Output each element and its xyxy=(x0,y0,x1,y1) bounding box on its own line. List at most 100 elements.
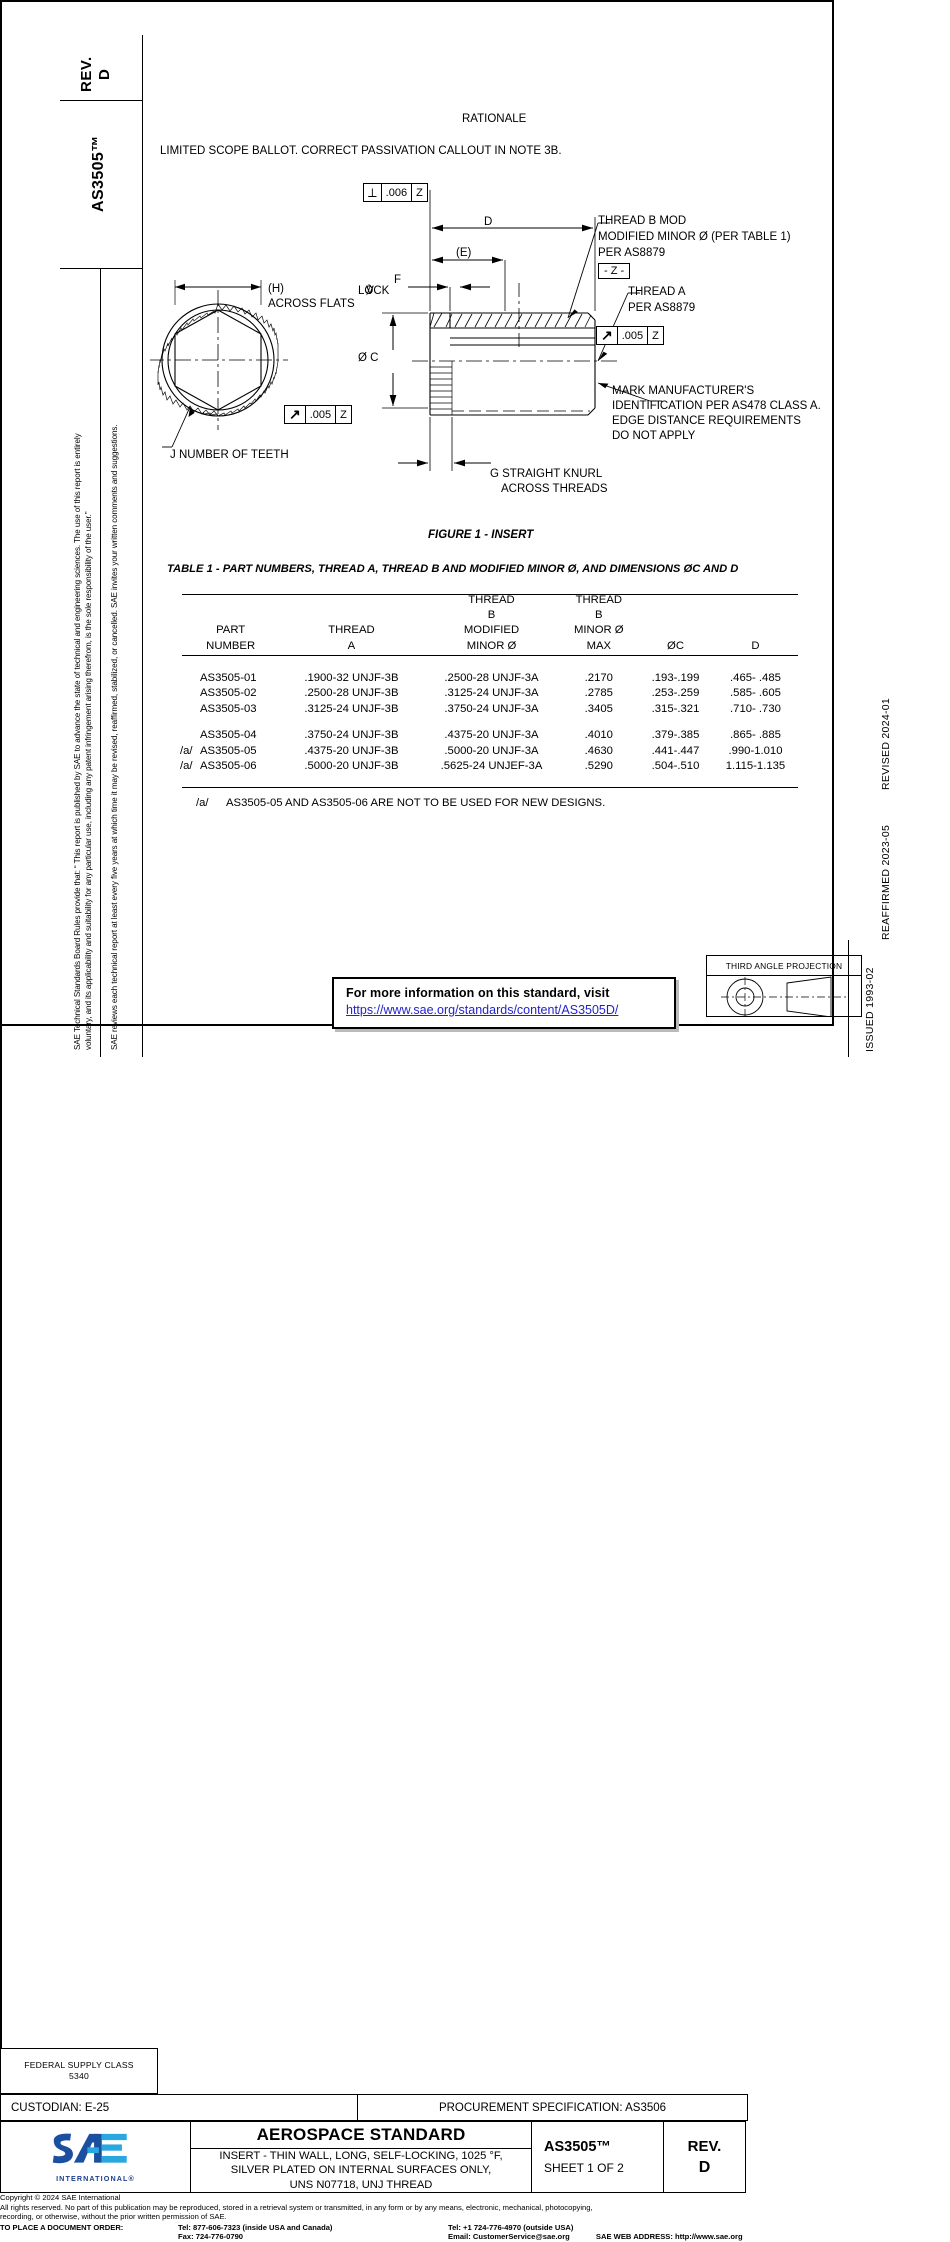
th-modified: MODIFIED xyxy=(463,624,520,637)
cell-thread-b-minor-max: .2170 xyxy=(584,671,613,684)
th-r3-c6 xyxy=(713,624,798,639)
across-flats-label: ACROSS FLATS xyxy=(268,298,355,310)
title-block-number-cell: AS3505™ SHEET 1 OF 2 xyxy=(532,2122,664,2192)
th-r2-c5 xyxy=(638,609,713,624)
table-top-rule xyxy=(182,594,798,595)
cell-part-number: AS3505-04 xyxy=(200,729,257,742)
th-dia-c: ØC xyxy=(667,639,684,652)
th-part: PART xyxy=(216,624,246,637)
cell-d: .865- .885 xyxy=(730,729,781,742)
th-r3-c5 xyxy=(638,624,713,639)
third-angle-projection-box: THIRD ANGLE PROJECTION xyxy=(706,955,862,1018)
table-row: AS3505-04 .3750-24 UNJF-3B .4375-20 UNJF… xyxy=(182,728,798,744)
th-max: MAX xyxy=(586,639,612,652)
cell-thread-b-minor-max: .4010 xyxy=(584,729,613,742)
cell-part-number-flagged: /a/ AS3505-05 xyxy=(180,744,279,760)
standard-description: INSERT - THIN WALL, LONG, SELF-LOCKING, … xyxy=(219,2149,503,2191)
th-thread-b-1: THREAD xyxy=(468,594,515,606)
cell-dia-c: .193-.199 xyxy=(651,671,700,684)
cell-thread-b-modified: .3750-24 UNJF-3A xyxy=(444,702,539,715)
rationale-heading: RATIONALE xyxy=(462,113,527,125)
web-address: SAE WEB ADDRESS: http://www.sae.org xyxy=(595,2232,743,2242)
tel-inside-usa: Tel: 877-606-7323 (inside USA and Canada… xyxy=(178,2222,333,2232)
knurl-note-line2: ACROSS THREADS xyxy=(501,483,608,495)
cell-part-number-flagged: /a/ AS3505-06 xyxy=(180,759,279,775)
standard-url-link[interactable]: https://www.sae.org/standards/content/AS… xyxy=(346,1003,619,1017)
cell-part-number: AS3505-05 xyxy=(200,744,257,757)
table-row: /a/ AS3505-06 .5000-20 UNJF-3B .5625-24 … xyxy=(180,759,798,775)
table-header-rule xyxy=(182,654,798,660)
right-margin-rule xyxy=(0,1026,2,2048)
dimension-label-h: (H) xyxy=(268,283,284,295)
info-box-heading: For more information on this standard, v… xyxy=(346,986,610,1000)
cell-thread-b-minor-max: .4630 xyxy=(584,744,613,757)
cell-thread-a: .4375-20 UNJF-3B xyxy=(304,744,399,757)
table-bottom-rule xyxy=(182,786,798,792)
table-footnote-flag: /a/ xyxy=(196,797,209,809)
sidebar-divider-3 xyxy=(60,100,142,101)
sidebar-reaffirmed-date: REAFFIRMED 2023-05 xyxy=(880,824,892,940)
cell-dia-c: .379-.385 xyxy=(651,729,700,742)
table-row: /a/ AS3505-05 .4375-20 UNJF-3B .5000-20 … xyxy=(180,744,798,760)
sae-logo: INTERNATIONAL® xyxy=(1,2122,191,2192)
dimension-label-d: D xyxy=(484,216,493,228)
order-info-table: TO PLACE A DOCUMENT ORDER: Tel: 877-606-… xyxy=(0,2223,760,2242)
revision-label: REV. xyxy=(687,2137,722,2155)
th-r2-c2 xyxy=(279,609,423,624)
thread-a-note-line2: PER AS8879 xyxy=(628,302,696,314)
th-minor-dia-2: MINOR Ø xyxy=(466,639,517,652)
th-blank-2 xyxy=(279,594,423,609)
sidebar-revised-date: REVISED 2024-01 xyxy=(880,697,892,790)
sidebar-divider-2 xyxy=(100,268,101,1057)
datum-z-label: - Z - xyxy=(598,263,631,279)
sheet-number: SHEET 1 OF 2 xyxy=(544,2161,624,2175)
federal-supply-class-box: FEDERAL SUPPLY CLASS 5340 xyxy=(0,2048,158,2094)
table-spacer xyxy=(182,775,798,788)
th-blank-4 xyxy=(713,594,798,609)
footnote-flag: /a/ xyxy=(180,760,193,773)
third-angle-projection-symbol-icon xyxy=(721,976,847,1018)
sidebar-disclaimer-line2: voluntary, and its applicability and sui… xyxy=(84,511,93,1050)
mark-note-line4: DO NOT APPLY xyxy=(612,430,696,442)
sidebar-issued-date: ISSUED 1993-02 xyxy=(864,967,876,1052)
dimension-label-diameter-c: Ø C xyxy=(358,352,379,364)
cell-part-number: AS3505-01 xyxy=(200,671,257,684)
cell-d: 1.115-1.135 xyxy=(725,760,786,773)
th-d: D xyxy=(751,639,760,652)
sae-logo-icon xyxy=(52,2133,127,2164)
insert-technical-drawing xyxy=(150,190,662,471)
copyright-line: Copyright © 2024 SAE International xyxy=(0,2193,121,2202)
fsc-value: 5340 xyxy=(69,2071,89,2081)
runout-datum-left: Z xyxy=(340,408,347,421)
perpendicularity-control-frame: ⟂ .006 Z xyxy=(363,183,428,202)
sidebar-disclaimer-line1: SAE Technical Standards Board Rules prov… xyxy=(73,433,82,1050)
table-row: AS3505-01 .1900-32 UNJF-3B .2500-28 UNJF… xyxy=(182,671,798,687)
runout-tolerance-right: .005 xyxy=(618,327,649,344)
th-r2-c6 xyxy=(713,609,798,624)
table-row: AS3505-02 .2500-28 UNJF-3B .3125-24 UNJF… xyxy=(182,686,798,702)
right-sidebar-divider xyxy=(848,940,849,1057)
thread-b-note-line3: PER AS8879 xyxy=(598,247,666,259)
cell-d: .585- .605 xyxy=(730,687,781,700)
centerline-symbol-icon: ℣ xyxy=(366,285,374,297)
footnote-flag: /a/ xyxy=(180,744,193,757)
standard-number: AS3505™ xyxy=(544,2139,611,2155)
title-block-description-cell: AEROSPACE STANDARD INSERT - THIN WALL, L… xyxy=(191,2122,532,2192)
th-a: A xyxy=(347,639,356,652)
standard-type-label: AEROSPACE STANDARD xyxy=(191,2122,531,2149)
perpendicularity-datum: Z xyxy=(416,186,423,199)
rights-line-1: All rights reserved. No part of this pub… xyxy=(0,2202,593,2212)
cell-thread-b-modified: .5000-20 UNJF-3A xyxy=(444,744,539,757)
th-r2-c4: B xyxy=(595,609,603,622)
cell-dia-c: .253-.259 xyxy=(651,687,700,700)
runout-symbol-icon-right: ↗ xyxy=(597,327,618,344)
th-thread: THREAD xyxy=(328,624,375,637)
table-header-row: B B xyxy=(182,609,798,624)
teeth-count-note: J NUMBER OF TEETH xyxy=(170,449,289,461)
table-header-row: PART THREAD MODIFIED MINOR Ø xyxy=(182,624,798,639)
th-blank-1 xyxy=(182,594,279,609)
thread-a-note-line1: THREAD A xyxy=(628,286,686,298)
cell-thread-a: .2500-28 UNJF-3B xyxy=(304,687,399,700)
cell-thread-a: .3125-24 UNJF-3B xyxy=(304,702,399,715)
runout-control-frame-left: ↗ .005 Z xyxy=(284,405,352,424)
